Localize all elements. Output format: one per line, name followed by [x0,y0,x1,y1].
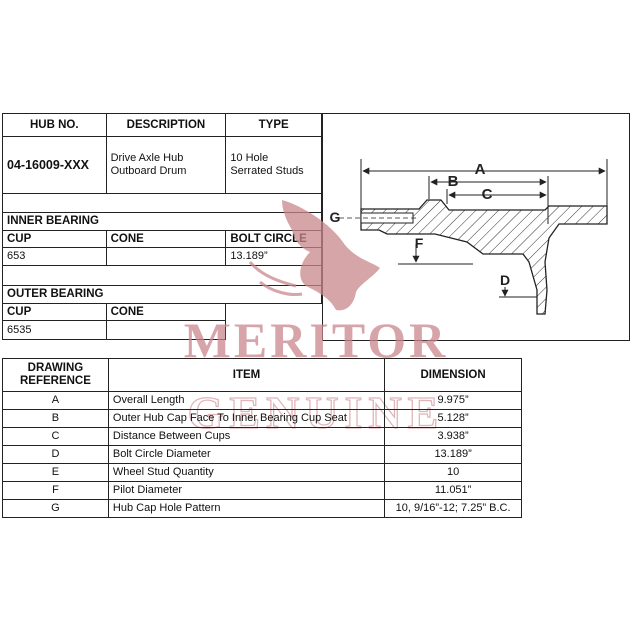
row-ref: E [2,463,109,482]
row-ref: C [2,427,109,446]
row-item: Bolt Circle Diameter [107,445,386,464]
empty-cell [226,304,322,321]
label-d: D [500,272,510,288]
hub-number: 04-16009-XXX [2,136,107,194]
row-item: Overall Length [107,391,386,410]
bolt-circle-value: 13.189” [225,247,322,266]
row-ref: F [2,481,109,500]
type-line-2: Serrated Studs [230,165,304,177]
label-a: A [475,161,486,178]
inner-cone-header: CONE [105,230,227,248]
ref-header-line-1: DRAWING [27,362,84,374]
hub-cross-section-diagram: A B C G F D [322,113,630,341]
row-dimension: 11.051” [384,481,522,500]
outer-cup-value: 6535 [2,320,107,340]
spacer-row-2 [2,265,322,286]
row-item: Wheel Stud Quantity [107,463,386,482]
row-ref: G [2,499,109,518]
empty-cell [226,321,322,340]
row-dimension: 10 [384,463,522,482]
inner-bearing-title: INNER BEARING [2,212,322,231]
hub-info-table: HUB NO. DESCRIPTION TYPE 04-16009-XXX Dr… [2,113,322,340]
hub-type: 10 Hole Serrated Studs [225,136,322,194]
outer-cone-value [105,320,227,340]
row-dimension: 9.975” [384,391,522,410]
description-line-1: Drive Axle Hub [110,152,184,164]
ref-header-line-2: REFERENCE [19,375,91,387]
outer-bearing-title: OUTER BEARING [2,285,322,304]
row-dimension: 5.128” [384,409,522,428]
inner-cone-value [105,247,227,266]
type-header: TYPE [225,113,322,137]
row-dimension: 3.938” [384,427,522,446]
row-dimension: 10, 9/16”-12; 7.25” B.C. [384,499,522,518]
row-item: Pilot Diameter [107,481,386,500]
dimension-header: DIMENSION [384,358,522,392]
row-ref: D [2,445,109,464]
drawing-reference-header: DRAWING REFERENCE [2,358,109,392]
item-header: ITEM [107,358,386,392]
row-item: Distance Between Cups [107,427,386,446]
row-ref: A [2,391,109,410]
hub-no-header: HUB NO. [2,113,107,137]
description-header: DESCRIPTION [105,113,227,137]
row-dimension: 13.189” [384,445,522,464]
description-line-2: Outboard Drum [110,165,187,177]
bolt-circle-header: BOLT CIRCLE [225,230,322,248]
label-f: F [415,235,424,251]
outer-cup-header: CUP [2,303,107,321]
outer-cone-header: CONE [105,303,227,321]
type-line-1: 10 Hole [230,152,269,164]
row-ref: B [2,409,109,428]
label-c: C [482,186,493,203]
hub-drawing: A B C G F D [330,159,608,315]
row-item: Hub Cap Hole Pattern [107,499,386,518]
hub-section [360,199,608,315]
inner-cup-value: 653 [2,247,107,266]
row-item: Outer Hub Cap Face To Inner Bearing Cup … [107,409,386,428]
hub-description: Drive Axle Hub Outboard Drum [105,136,227,194]
inner-cup-header: CUP [2,230,107,248]
spacer-row [2,193,322,213]
label-g: G [330,209,341,225]
label-b: B [448,173,459,190]
